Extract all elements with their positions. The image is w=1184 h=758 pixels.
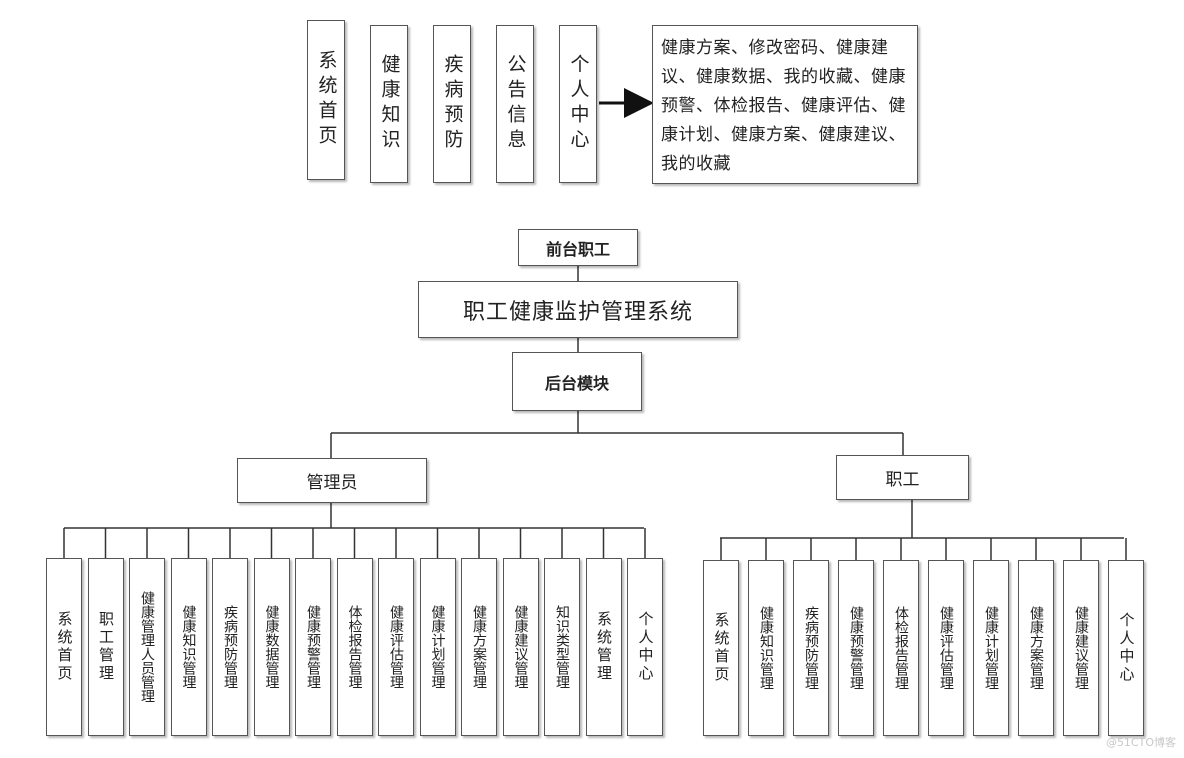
module-box: 系统管理 bbox=[585, 558, 622, 736]
top-menu-item-personal-center: 个人中心 bbox=[559, 25, 597, 183]
module-label: 疾病预防管理 bbox=[222, 605, 238, 689]
employee-leaf-lines bbox=[720, 538, 1127, 560]
module-box: 个人中心 bbox=[1108, 560, 1144, 736]
backend-label-box: 后台模块 bbox=[512, 352, 642, 411]
module-label: 健康评估管理 bbox=[938, 606, 954, 690]
module-label: 健康预警管理 bbox=[848, 606, 864, 690]
module-box: 健康管理人员管理 bbox=[129, 558, 165, 736]
module-box: 健康建议管理 bbox=[502, 558, 539, 736]
module-label: 系统管理 bbox=[595, 611, 613, 683]
module-box: 疾病预防管理 bbox=[793, 560, 829, 736]
module-box: 健康建议管理 bbox=[1063, 560, 1099, 736]
module-label: 疾病预防管理 bbox=[803, 606, 819, 690]
admin-role-label: 管理员 bbox=[306, 473, 358, 493]
module-box: 知识类型管理 bbox=[544, 558, 580, 736]
module-box: 健康方案管理 bbox=[1018, 560, 1054, 736]
admin-leaf-lines bbox=[63, 528, 646, 558]
top-menu-label: 系统首页 bbox=[315, 50, 338, 150]
module-label: 个人中心 bbox=[1117, 612, 1136, 684]
module-label: 健康建议管理 bbox=[512, 605, 529, 689]
module-label: 健康数据管理 bbox=[263, 605, 280, 689]
module-box: 职工管理 bbox=[87, 558, 124, 736]
top-menu-label: 公告信息 bbox=[504, 54, 527, 154]
module-box: 健康知识管理 bbox=[748, 560, 784, 736]
module-label: 健康管理人员管理 bbox=[139, 591, 155, 703]
module-label: 健康评估管理 bbox=[388, 605, 404, 689]
module-label: 健康方案管理 bbox=[471, 605, 487, 689]
system-name: 职工健康监护管理系统 bbox=[462, 299, 693, 325]
top-menu-label: 健康知识 bbox=[378, 54, 401, 154]
front-label: 前台职工 bbox=[545, 239, 610, 259]
module-box: 体检报告管理 bbox=[883, 560, 919, 736]
top-menu-item-health-knowledge: 健康知识 bbox=[370, 25, 408, 183]
module-box: 个人中心 bbox=[627, 558, 663, 736]
module-box: 疾病预防管理 bbox=[212, 558, 248, 736]
module-label: 健康知识管理 bbox=[758, 606, 774, 690]
module-box: 健康方案管理 bbox=[461, 558, 497, 736]
admin-role-box: 管理员 bbox=[237, 458, 427, 503]
employee-role-box: 职工 bbox=[836, 455, 969, 500]
module-label: 体检报告管理 bbox=[346, 605, 363, 689]
module-box: 系统首页 bbox=[703, 560, 739, 736]
module-label: 健康知识管理 bbox=[180, 605, 197, 689]
module-box: 健康计划管理 bbox=[973, 560, 1009, 736]
module-label: 健康计划管理 bbox=[983, 606, 999, 690]
employee-role-label: 职工 bbox=[885, 470, 920, 490]
module-label: 知识类型管理 bbox=[554, 605, 570, 689]
module-label: 系统首页 bbox=[55, 611, 74, 683]
module-box: 健康预警管理 bbox=[295, 558, 331, 736]
system-name-box: 职工健康监护管理系统 bbox=[418, 281, 738, 338]
module-box: 系统首页 bbox=[46, 558, 82, 736]
module-box: 健康数据管理 bbox=[253, 558, 290, 736]
top-menu-label: 个人中心 bbox=[567, 54, 590, 154]
front-label-box: 前台职工 bbox=[518, 229, 638, 266]
top-menu-item-home: 系统首页 bbox=[307, 20, 345, 180]
module-label: 健康方案管理 bbox=[1028, 606, 1044, 690]
watermark: @51CTO博客 bbox=[1105, 736, 1176, 749]
module-box: 健康计划管理 bbox=[419, 558, 456, 736]
top-menu-item-disease-prevention: 疾病预防 bbox=[433, 25, 471, 183]
module-box: 健康评估管理 bbox=[378, 558, 414, 736]
module-label: 健康预警管理 bbox=[305, 605, 321, 689]
module-label: 系统首页 bbox=[712, 612, 731, 684]
module-label: 体检报告管理 bbox=[893, 606, 909, 690]
module-box: 健康评估管理 bbox=[928, 560, 964, 736]
module-box: 健康预警管理 bbox=[838, 560, 874, 736]
top-menu-label: 疾病预防 bbox=[441, 54, 464, 154]
module-box: 体检报告管理 bbox=[336, 558, 373, 736]
personal-center-detail: 健康方案、修改密码、健康建议、健康数据、我的收藏、健康预警、体检报告、健康评估、… bbox=[652, 25, 918, 184]
module-label: 健康建议管理 bbox=[1073, 606, 1089, 690]
module-box: 健康知识管理 bbox=[170, 558, 207, 736]
module-label: 健康计划管理 bbox=[429, 605, 446, 689]
module-label: 职工管理 bbox=[97, 611, 115, 683]
backend-label: 后台模块 bbox=[544, 373, 609, 393]
module-label: 个人中心 bbox=[636, 611, 655, 683]
top-menu-item-announcements: 公告信息 bbox=[496, 25, 534, 183]
